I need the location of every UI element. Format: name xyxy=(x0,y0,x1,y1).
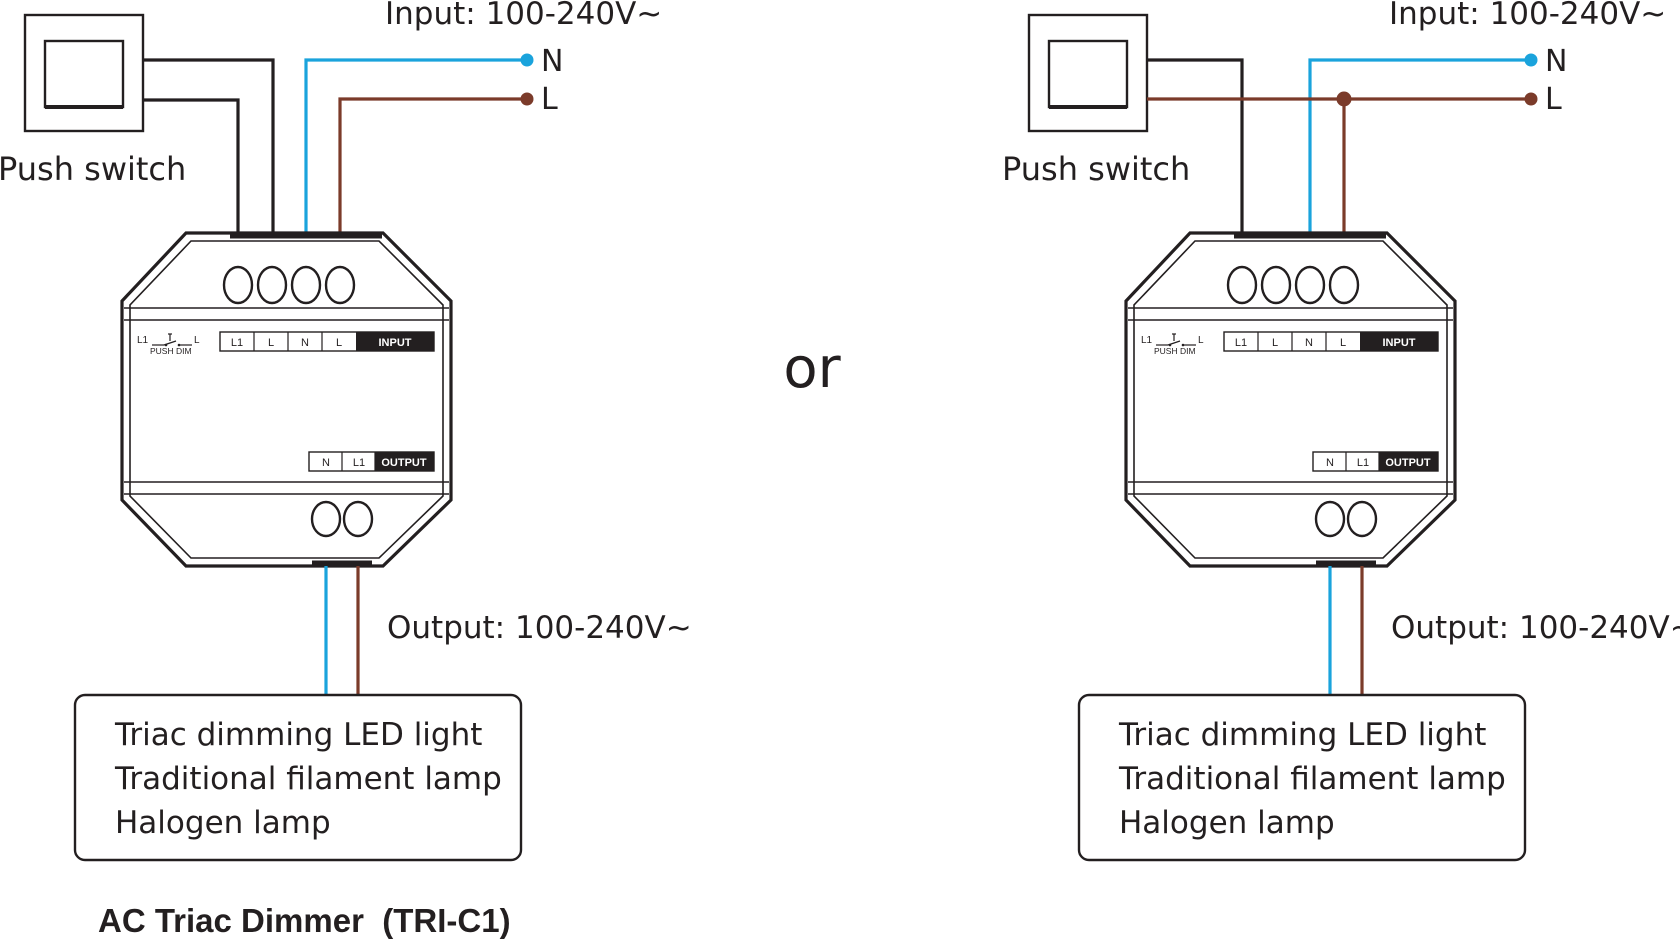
dimmer-module-left: L1 L PUSH DIM L1 L N L INPUT xyxy=(120,231,453,568)
terminal-screw[interactable] xyxy=(324,265,356,305)
output-tag: OUTPUT xyxy=(381,457,427,469)
load-line: Halogen lamp xyxy=(115,805,331,841)
wiring-diagram-right: Push switch Input: 100-240V~ N L xyxy=(1002,0,1680,862)
output-terminal-label: L1 xyxy=(353,457,365,469)
push-switch-left[interactable] xyxy=(23,13,145,133)
input-terminal-label: L1 xyxy=(1235,337,1247,349)
neutral-terminal-dot xyxy=(1524,53,1538,67)
input-terminal-label: L xyxy=(268,337,274,349)
symbol-right-label: L xyxy=(194,335,200,346)
push-switch-label: Push switch xyxy=(1002,150,1190,188)
input-tag: INPUT xyxy=(1383,337,1416,349)
module-body-inner xyxy=(129,240,444,559)
load-box-right: Triac dimming LED light Traditional fila… xyxy=(1077,693,1527,862)
blue-wire-neutral xyxy=(1308,58,1531,236)
black-wire-switch-l xyxy=(143,58,275,236)
load-box-left: Triac dimming LED light Traditional fila… xyxy=(73,693,523,862)
terminal-screw[interactable] xyxy=(222,265,254,305)
terminal-screw[interactable] xyxy=(1346,500,1378,538)
output-tag: OUTPUT xyxy=(1385,457,1431,469)
push-dim-symbol xyxy=(1156,333,1196,347)
output-terminal-label: N xyxy=(322,457,330,469)
input-terminal-label: L xyxy=(1272,337,1278,349)
terminal-screw[interactable] xyxy=(1226,265,1258,305)
input-tag: INPUT xyxy=(379,337,412,349)
input-voltage-label: Input: 100-240V~ xyxy=(1389,0,1666,32)
output-terminal-strip: N L1 OUTPUT xyxy=(1312,451,1439,472)
symbol-caption: PUSH DIM xyxy=(150,346,192,356)
diagram-title: AC Triac Dimmer (TRI-C1) xyxy=(98,902,511,939)
neutral-label: N xyxy=(541,44,563,79)
brown-wire-live xyxy=(338,97,527,236)
load-line: Triac dimming LED light xyxy=(1118,717,1486,753)
neutral-terminal-dot xyxy=(520,53,534,67)
load-line: Triac dimming LED light xyxy=(114,717,482,753)
input-terminal-label: L xyxy=(1340,337,1346,349)
input-terminal-strip: L1 L N L INPUT xyxy=(219,331,435,352)
input-terminal-strip: L1 L N L INPUT xyxy=(1223,331,1439,352)
terminal-screw[interactable] xyxy=(342,500,374,538)
terminal-screw[interactable] xyxy=(310,500,342,538)
push-dim-symbol xyxy=(152,333,192,347)
live-label: L xyxy=(541,82,558,117)
terminal-screw[interactable] xyxy=(1328,265,1360,305)
live-junction-dot xyxy=(1336,91,1352,107)
separator-or: or xyxy=(783,336,841,401)
symbol-caption: PUSH DIM xyxy=(1154,346,1196,356)
dimmer-module-right: L1 L PUSH DIM L1 L N L INPUT N xyxy=(1124,231,1457,568)
symbol-left-label: L1 xyxy=(1141,335,1153,346)
terminal-screw[interactable] xyxy=(256,265,288,305)
live-label: L xyxy=(1545,82,1562,117)
push-switch-label: Push switch xyxy=(0,150,186,188)
symbol-left-label: L1 xyxy=(137,335,149,346)
terminal-screw[interactable] xyxy=(1294,265,1326,305)
input-terminal-label: L1 xyxy=(231,337,243,349)
live-terminal-dot xyxy=(520,92,534,106)
push-switch-right[interactable] xyxy=(1027,13,1149,133)
output-terminal-label: N xyxy=(1326,457,1334,469)
black-wire-switch-l1 xyxy=(143,98,240,236)
output-voltage-label: Output: 100-240V~ xyxy=(1391,610,1680,646)
output-terminal-label: L1 xyxy=(1357,457,1369,469)
input-terminal-label: L xyxy=(336,337,342,349)
input-voltage-label: Input: 100-240V~ xyxy=(385,0,662,32)
input-terminal-label: N xyxy=(301,337,309,349)
blue-wire-neutral xyxy=(304,58,527,236)
module-body-inner xyxy=(1133,240,1448,559)
output-terminal-strip: N L1 OUTPUT xyxy=(308,451,435,472)
live-terminal-dot xyxy=(1524,92,1538,106)
load-line: Halogen lamp xyxy=(1119,805,1335,841)
wiring-diagram-left: Push switch Input: 100-240V~ N L xyxy=(0,0,692,862)
load-line: Traditional filament lamp xyxy=(1118,761,1506,797)
input-terminal-label: N xyxy=(1305,337,1313,349)
terminal-screw[interactable] xyxy=(290,265,322,305)
black-wire-switch-l1 xyxy=(1147,58,1244,236)
neutral-label: N xyxy=(1545,44,1567,79)
terminal-screw[interactable] xyxy=(1314,500,1346,538)
terminal-screw[interactable] xyxy=(1260,265,1292,305)
output-voltage-label: Output: 100-240V~ xyxy=(387,610,692,646)
symbol-right-label: L xyxy=(1198,335,1204,346)
load-line: Traditional filament lamp xyxy=(114,761,502,797)
